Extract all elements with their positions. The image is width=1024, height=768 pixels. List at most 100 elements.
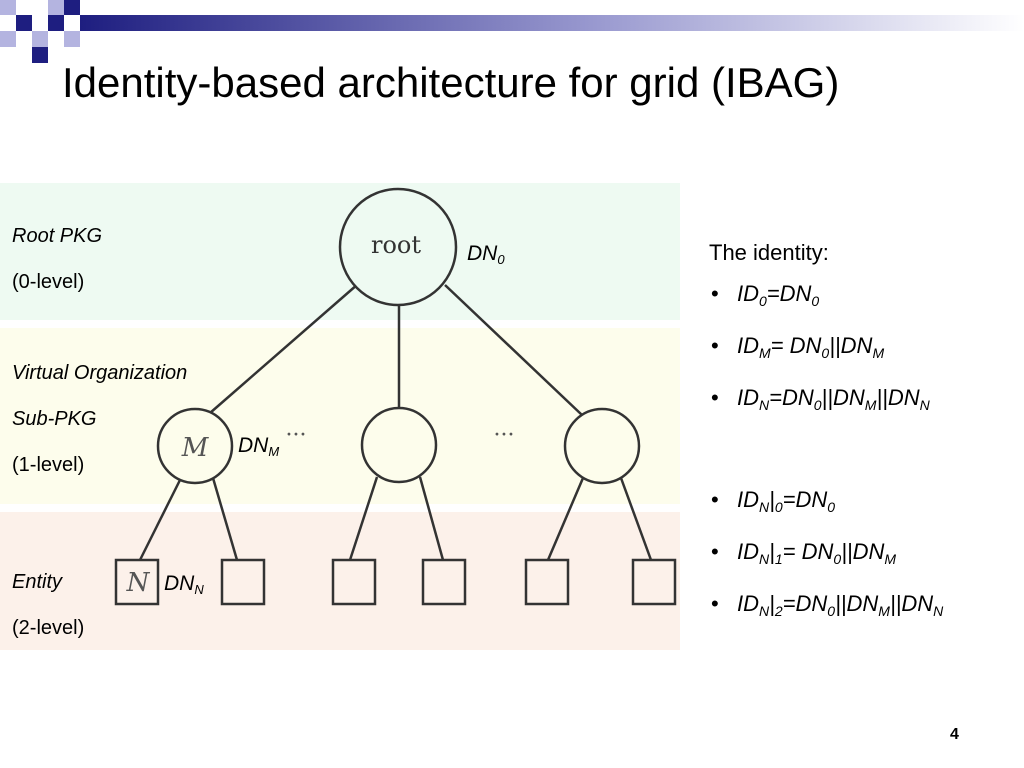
formula-text: | (769, 487, 775, 512)
formula-text: =DN (782, 487, 828, 512)
formula-text: =DN (782, 591, 828, 616)
m-node-label: M (181, 433, 210, 463)
formula-subscript: 0 (774, 499, 783, 515)
slide-title: Identity-based architecture for grid (IB… (62, 59, 840, 106)
formula-subscript: 1 (774, 551, 783, 567)
formula-subscript: N (759, 551, 770, 567)
mid-node (360, 406, 438, 484)
deco-square (0, 31, 16, 47)
edge-mid-leaf1 (348, 476, 379, 561)
formula-text: ID (737, 385, 759, 410)
vo-level-number: (1-level) (12, 454, 85, 476)
identity-formula: IDN|0=DN0 (709, 484, 1019, 536)
formula-text: =DN (769, 385, 814, 410)
edge-m-n (138, 477, 183, 561)
formula-text: =DN (766, 281, 812, 306)
vo-level-band (0, 328, 680, 504)
root-level-number: (0-level) (12, 271, 85, 293)
formula-text: ID (737, 591, 759, 616)
identity-formula: IDN=DN0||DNM||DNN (709, 382, 1019, 434)
formula-text: ID (737, 333, 759, 358)
formula-subscript: 0 (811, 293, 820, 309)
formula-text: ||DN (889, 591, 934, 616)
page-number: 4 (950, 726, 959, 743)
root-node-label: root (371, 231, 421, 259)
identity-formula: IDM= DN0||DNM (709, 330, 1019, 382)
edge-right-leaf2 (619, 477, 653, 561)
formula-text: ID (737, 487, 759, 512)
formula-text: ||DN (841, 539, 885, 564)
deco-square (48, 0, 64, 15)
deco-square (16, 15, 32, 31)
formula-text: ||DN (835, 591, 879, 616)
formula-subscript: M (878, 603, 890, 619)
formula-subscript: 0 (833, 551, 842, 567)
deco-square (48, 15, 64, 31)
n-leaf-label: N (126, 568, 151, 598)
formula-subscript: N (759, 499, 770, 515)
formula-text: ||DN (821, 385, 865, 410)
edge-root-right (444, 284, 583, 416)
dn-root-label: DN0 (467, 242, 505, 267)
leaf (220, 558, 266, 606)
deco-square (64, 31, 80, 47)
leaf (631, 558, 677, 606)
identity-formula: IDN|2=DN0||DNM||DNN (709, 588, 1019, 640)
formula-subscript: N (759, 397, 770, 413)
m-node (156, 407, 234, 485)
formula-text: = DN (782, 539, 834, 564)
formula-subscript: M (872, 345, 885, 361)
edge-right-leaf1 (546, 477, 585, 561)
dn-n-label: DNN (164, 572, 204, 597)
formula-subscript: N (933, 603, 944, 619)
formula-subscript: 0 (827, 499, 836, 515)
edge-m-leaf (211, 477, 239, 561)
identity-list: ID0=DN0 IDM= DN0||DNM IDN=DN0||DNM||DNN … (709, 278, 1019, 640)
formula-subscript: M (759, 345, 771, 361)
ellipsis-right: ··· (494, 423, 515, 448)
deco-square (16, 0, 32, 15)
formula-text: ||DN (876, 385, 920, 410)
deco-square (64, 0, 80, 15)
title-decoration (0, 0, 1024, 63)
entity-label: Entity (12, 571, 63, 593)
formula-subscript: N (759, 603, 770, 619)
identity-formula: IDN|1= DN0||DNM (709, 536, 1019, 588)
deco-square (0, 0, 16, 15)
deco-square (32, 31, 48, 47)
formula-subscript: M (884, 551, 897, 567)
edge-mid-leaf2 (418, 476, 445, 561)
formula-text: ||DN (829, 333, 873, 358)
leaf (524, 558, 570, 606)
deco-square (32, 47, 48, 63)
formula-text: | (769, 539, 775, 564)
formula-subscript: N (919, 397, 930, 413)
vo-label-line1: Virtual Organization (12, 362, 188, 384)
formula-subscript: 0 (827, 603, 836, 619)
formula-text: | (769, 591, 775, 616)
n-leaf (114, 558, 160, 606)
identity-heading: The identity: (709, 240, 829, 265)
identity-panel: The identity: ID0=DN0 IDM= DN0||DNM IDN=… (709, 240, 1019, 640)
formula-text: ID (737, 281, 759, 306)
identity-formula: ID0=DN0 (709, 278, 1019, 330)
formula-text: = DN (770, 333, 822, 358)
formula-subscript: 2 (774, 603, 783, 619)
root-node (338, 187, 458, 307)
ellipsis-left: ··· (286, 423, 307, 448)
right-node (563, 407, 641, 485)
leaf (421, 558, 467, 606)
formula-subscript: 0 (813, 397, 822, 413)
formula-text: ID (737, 539, 759, 564)
vo-label-line2: Sub-PKG (12, 408, 97, 430)
formula-subscript: 0 (759, 293, 767, 309)
leaf (331, 558, 377, 606)
tree-edges (138, 283, 653, 561)
gradient-bar (80, 15, 1024, 31)
tree-nodes (114, 187, 677, 606)
formula-subscript: 0 (821, 345, 830, 361)
formula-subscript: M (864, 397, 877, 413)
root-pkg-label: Root PKG (12, 225, 103, 247)
dn-m-label: DNM (238, 434, 280, 459)
